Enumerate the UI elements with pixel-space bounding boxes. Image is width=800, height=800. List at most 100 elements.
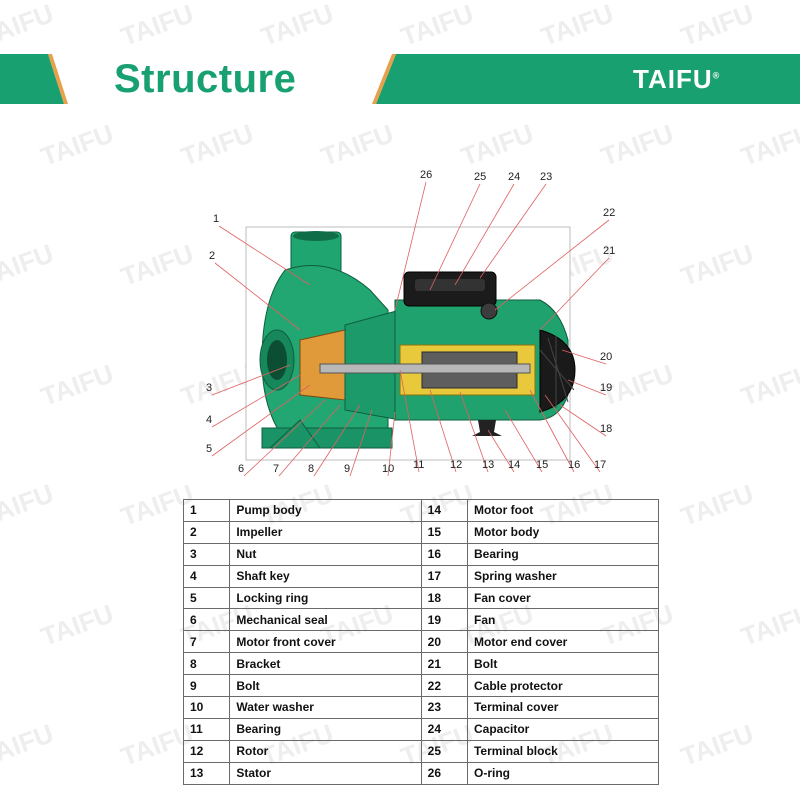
part-number: 24 <box>420 717 468 741</box>
callout-number: 2 <box>209 250 215 262</box>
motor-foot <box>472 420 502 436</box>
callout-number: 14 <box>508 459 520 471</box>
part-name: Water washer <box>229 696 422 719</box>
part-number: 6 <box>182 608 231 632</box>
part-name: Pump body <box>229 499 422 522</box>
part-name: Fan <box>466 608 660 632</box>
callout-leader <box>504 409 543 473</box>
part-name: Cable protector <box>466 674 660 698</box>
part-number: 8 <box>182 652 231 676</box>
header-banner <box>0 54 800 104</box>
callout-leader <box>539 257 610 331</box>
callout-number: 7 <box>273 463 279 475</box>
part-number: 5 <box>182 586 231 610</box>
cable-gland <box>480 302 498 320</box>
callout-leader <box>349 409 373 477</box>
part-number: 15 <box>420 520 468 544</box>
callout-number: 3 <box>206 382 212 394</box>
callout-leader <box>387 411 396 477</box>
part-number: 13 <box>182 761 231 785</box>
part-name: Bolt <box>466 652 660 676</box>
part-name: Shaft key <box>229 564 422 588</box>
callout-leader <box>218 225 311 286</box>
callout-number: 17 <box>594 459 606 471</box>
callout-leader <box>561 349 607 365</box>
callout-number: 24 <box>508 171 520 183</box>
callout-leader <box>394 181 427 311</box>
watermark-mark: TAIFU <box>676 0 758 52</box>
callout-leader <box>214 262 301 331</box>
part-number: 20 <box>420 630 468 654</box>
callout-leader <box>479 183 547 279</box>
callout-number: 12 <box>450 459 462 471</box>
callout-leader <box>211 374 301 428</box>
callout-number: 6 <box>238 463 244 475</box>
part-name: Motor end cover <box>466 630 660 654</box>
callout-number: 13 <box>482 459 494 471</box>
callout-number: 23 <box>540 171 552 183</box>
callout-leader <box>211 384 311 457</box>
part-number: 19 <box>420 608 468 632</box>
watermark-mark: TAIFU <box>256 0 338 52</box>
callout-leader <box>494 219 610 311</box>
callout-leader <box>567 379 607 396</box>
part-number: 1 <box>182 499 231 522</box>
banner-left-stripe <box>0 54 64 104</box>
callout-number: 1 <box>213 213 219 225</box>
part-number: 26 <box>420 761 468 785</box>
part-name: Bolt <box>229 674 422 698</box>
part-number: 12 <box>182 739 231 763</box>
part-name: Motor foot <box>466 499 660 522</box>
shaft <box>319 363 531 374</box>
part-number: 3 <box>182 542 231 566</box>
part-name: Bearing <box>466 542 660 566</box>
callout-number: 16 <box>568 459 580 471</box>
part-number: 22 <box>420 674 468 698</box>
part-number: 21 <box>420 652 468 676</box>
part-number: 17 <box>420 564 468 588</box>
part-number: 14 <box>420 499 468 522</box>
callout-number: 18 <box>600 423 612 435</box>
watermark-mark: TAIFU <box>0 718 58 772</box>
part-name: Motor body <box>466 520 660 544</box>
callout-leader <box>487 429 515 473</box>
callout-number: 20 <box>600 351 612 363</box>
callout-leader <box>429 183 481 291</box>
callout-leader <box>429 389 457 473</box>
brand-logo: TAIFU® <box>633 64 721 94</box>
callout-number: 21 <box>603 245 615 257</box>
banner-right-accent <box>372 54 396 104</box>
part-name: Motor front cover <box>229 630 422 654</box>
watermark-mark: TAIFU <box>736 598 800 652</box>
part-number: 2 <box>182 520 231 544</box>
callout-leader <box>459 391 489 473</box>
part-number: 11 <box>182 717 231 741</box>
page-title: Structure <box>114 57 297 101</box>
banner-left-accent <box>48 54 68 104</box>
callout-leader <box>544 394 601 473</box>
watermark-mark: TAIFU <box>36 598 118 652</box>
part-name: Capacitor <box>466 717 660 741</box>
callout-number: 19 <box>600 382 612 394</box>
callout-number: 25 <box>474 171 486 183</box>
callout-number: 10 <box>382 463 394 475</box>
part-name: Terminal cover <box>466 696 660 719</box>
part-name: O-ring <box>466 761 660 785</box>
watermark-mark: TAIFU <box>0 0 58 52</box>
part-name: Locking ring <box>229 586 422 610</box>
callout-number: 15 <box>536 459 548 471</box>
callout-leader <box>211 364 291 396</box>
part-name: Bracket <box>229 652 422 676</box>
part-number: 4 <box>182 564 231 588</box>
